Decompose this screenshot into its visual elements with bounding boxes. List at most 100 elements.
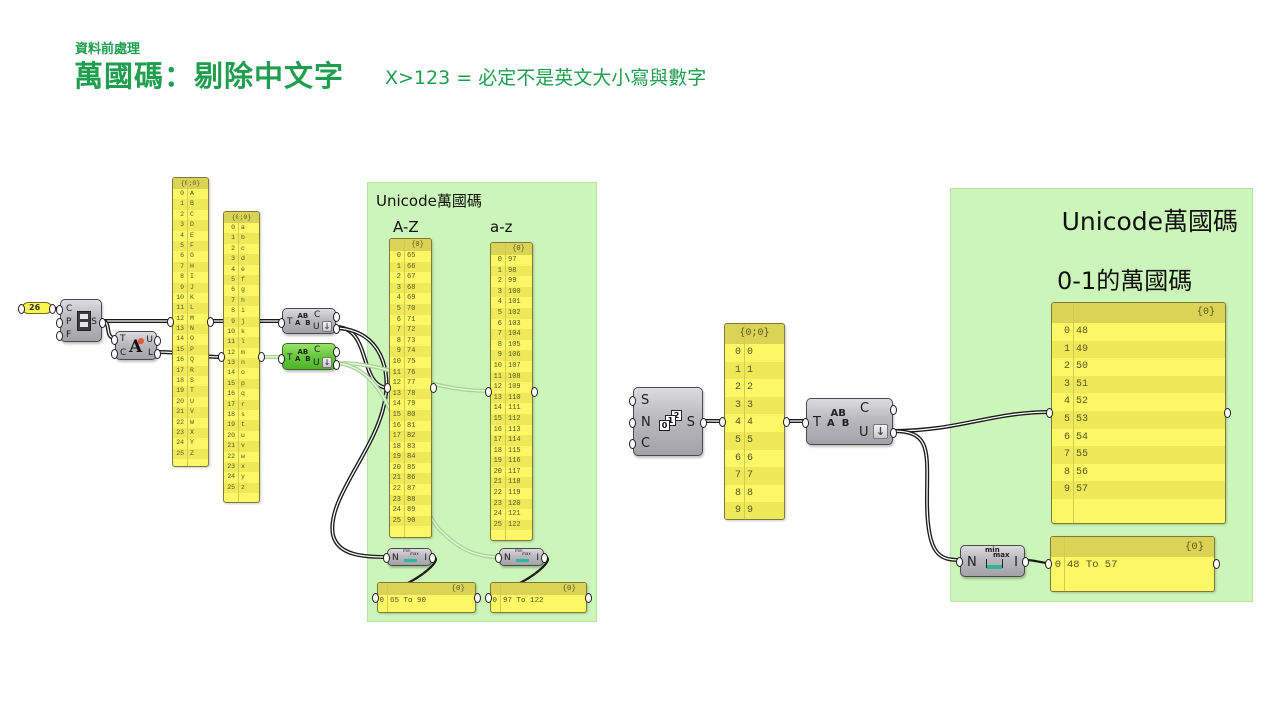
row-index: 5	[396, 304, 401, 313]
output-port[interactable]	[258, 352, 265, 362]
input-port-t[interactable]	[111, 335, 118, 345]
input-port[interactable]	[372, 592, 379, 603]
series-component[interactable]: S N C S 2 1 0	[629, 387, 707, 456]
arrow-down-icon[interactable]: ↓	[873, 424, 888, 439]
output-port[interactable]	[474, 592, 481, 603]
output-port[interactable]	[531, 386, 538, 397]
row-index: 9	[1063, 484, 1070, 496]
bounds-icon: min max	[983, 547, 1010, 575]
input-port-t[interactable]	[802, 418, 809, 428]
row-value: 106	[508, 351, 521, 360]
input-port-n[interactable]	[956, 557, 963, 567]
bounds-component-lowercase[interactable]: N I min max	[495, 548, 548, 566]
bounds-component-uppercase[interactable]: N I min max	[383, 548, 436, 566]
input-port-n[interactable]	[495, 553, 502, 563]
input-port-t[interactable]	[278, 318, 285, 328]
row-index: 10	[392, 357, 401, 366]
input-port-c[interactable]	[629, 439, 636, 449]
output-port-i[interactable]	[541, 553, 548, 563]
output-port-i[interactable]	[1022, 557, 1029, 567]
input-port[interactable]	[218, 352, 225, 362]
text-to-unicode-component-2-selected[interactable]: T C U AB A B ↓	[278, 343, 340, 370]
row-index: 24	[493, 510, 502, 519]
series-icon: 2 1 0	[658, 410, 684, 434]
input-port-p[interactable]	[56, 318, 63, 328]
output-port[interactable]	[430, 383, 437, 393]
input-port-s[interactable]	[629, 396, 636, 406]
output-port[interactable]	[1224, 408, 1231, 418]
row-index: 23	[227, 462, 235, 470]
row-value: 99	[508, 277, 517, 286]
input-port-c[interactable]	[111, 349, 118, 359]
input-port-t[interactable]	[278, 354, 285, 364]
number-slider[interactable]: 26	[18, 302, 56, 314]
output-port-c[interactable]	[333, 347, 340, 357]
input-port-c[interactable]	[56, 305, 63, 315]
output-port-c[interactable]	[333, 312, 340, 322]
row-value: n	[241, 359, 245, 367]
output-port[interactable]	[1213, 559, 1220, 569]
row-index: 21	[493, 478, 502, 487]
row-value: O	[190, 335, 194, 343]
row-index: 7	[1063, 449, 1070, 461]
text-case-component[interactable]: T C U L A	[111, 331, 161, 360]
row-value: 2	[747, 382, 754, 394]
row-value: V	[190, 408, 194, 416]
output-port-u[interactable]	[333, 360, 340, 370]
output-port[interactable]	[207, 317, 214, 327]
input-port-n[interactable]	[629, 418, 636, 428]
output-port-s[interactable]	[99, 318, 106, 328]
output-port[interactable]	[49, 304, 56, 314]
row-value: Z	[190, 449, 194, 457]
output-port-s[interactable]	[700, 418, 707, 428]
row-value: z	[241, 483, 245, 491]
text-to-unicode-component-digits[interactable]: T C U AB A B ↓	[802, 398, 897, 445]
input-port[interactable]	[1045, 559, 1052, 569]
output-port-u[interactable]	[154, 336, 161, 346]
output-port-i[interactable]	[429, 553, 436, 563]
row-index: 16	[392, 421, 401, 430]
output-port-u[interactable]	[333, 324, 340, 334]
arrow-down-icon[interactable]: ↓	[322, 321, 332, 332]
input-label-n: N	[641, 415, 651, 430]
output-port-u[interactable]	[890, 428, 897, 438]
input-port-n[interactable]	[383, 553, 390, 563]
text-to-unicode-component-1[interactable]: T C U AB A B ↓	[278, 308, 340, 334]
arrow-down-icon[interactable]: ↓	[322, 357, 332, 368]
input-port-f[interactable]	[56, 331, 63, 341]
input-port[interactable]	[18, 304, 25, 314]
input-port[interactable]	[384, 383, 391, 393]
character-sequence-component[interactable]: C P F S	[56, 299, 106, 342]
output-port-c[interactable]	[890, 405, 897, 415]
output-port-l[interactable]	[154, 349, 161, 359]
row-value: 116	[508, 457, 521, 466]
input-port[interactable]	[719, 416, 726, 427]
input-port[interactable]	[485, 592, 492, 603]
input-port[interactable]	[1046, 408, 1053, 418]
input-port[interactable]	[485, 386, 492, 397]
bounds-component-digits[interactable]: N I min max	[956, 545, 1029, 577]
input-port[interactable]	[167, 317, 174, 327]
output-port[interactable]	[783, 416, 790, 427]
input-label-t: T	[813, 415, 821, 430]
output-port[interactable]	[585, 592, 592, 603]
